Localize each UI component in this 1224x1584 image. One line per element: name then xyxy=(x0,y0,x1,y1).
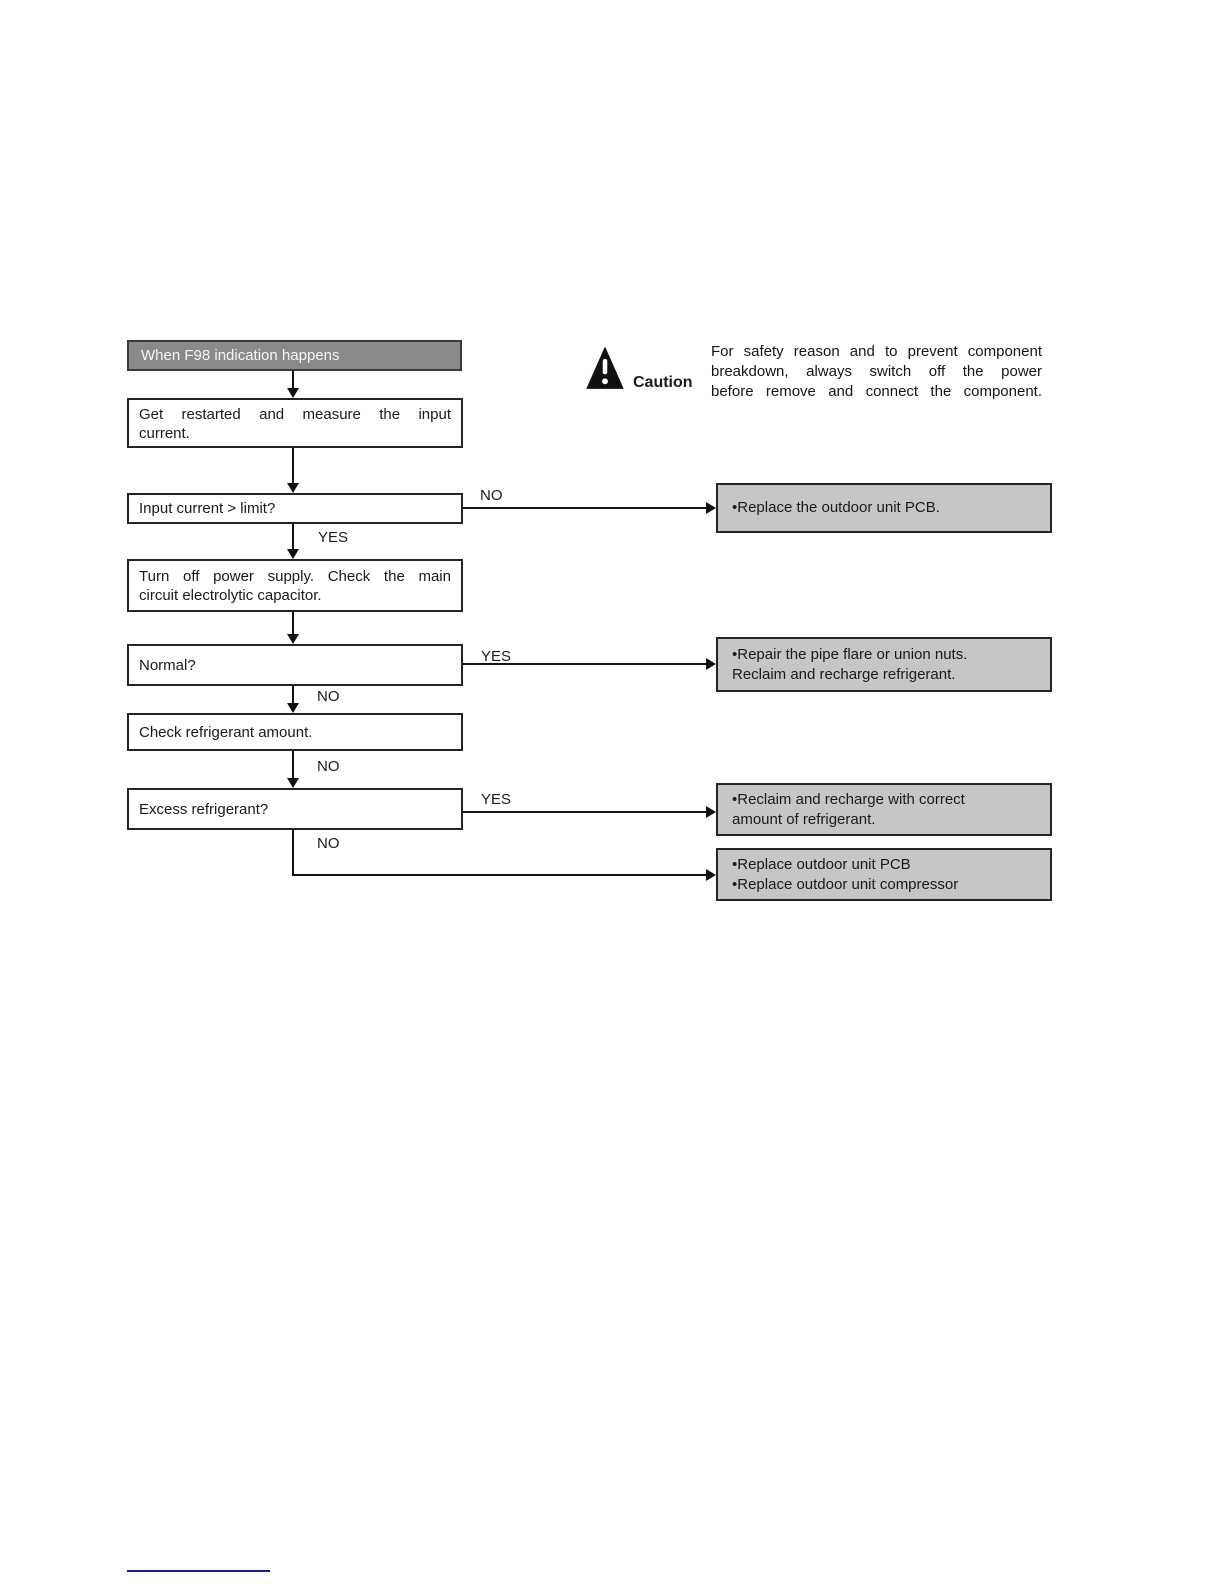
connector-decision3-no-horizontal xyxy=(292,874,706,876)
warning-triangle-icon xyxy=(586,346,624,396)
caution-text-line: breakdown, always switch off the power xyxy=(711,363,1042,380)
footer-link-rule xyxy=(127,1570,270,1572)
flow-step-restart-box: Get restarted and measure the input curr… xyxy=(127,398,463,448)
connector-decision3-no-vertical xyxy=(292,830,294,876)
branch-label-yes: YES xyxy=(481,791,512,808)
box-text-line: Input current > limit? xyxy=(139,500,276,517)
flow-start-label: When F98 indication happens xyxy=(141,347,340,364)
box-text-line: circuit electrolytic capacitor. xyxy=(139,586,322,604)
caution-label: Caution xyxy=(633,374,693,391)
caution-text-line: before remove and connect the component. xyxy=(711,383,1042,400)
flow-decision-normal-box: Normal? xyxy=(127,644,463,686)
arrowhead-decision1-yes xyxy=(287,549,299,559)
arrowhead-decision3-no xyxy=(706,869,716,881)
connector-step3-to-decision3 xyxy=(292,751,294,778)
flow-step-check-refrigerant-box: Check refrigerant amount. xyxy=(127,713,463,751)
result-repair-pipe-box: •Repair the pipe flare or union nuts. Re… xyxy=(716,637,1052,692)
branch-label-no: NO xyxy=(317,758,340,775)
box-text-line: Get restarted and measure the input xyxy=(139,406,451,423)
arrowhead-decision2-yes xyxy=(706,658,716,670)
box-text-line: •Replace outdoor unit compressor xyxy=(732,875,959,893)
box-text-line: Check refrigerant amount. xyxy=(139,723,313,741)
connector-step1-to-decision1 xyxy=(292,448,294,483)
branch-label-yes: YES xyxy=(481,648,512,665)
flow-decision-excess-refrigerant-box: Excess refrigerant? xyxy=(127,788,463,830)
box-text-line: Reclaim and recharge refrigerant. xyxy=(732,665,956,683)
box-text-line: •Replace the outdoor unit PCB. xyxy=(732,499,940,516)
arrowhead-step1-to-decision1 xyxy=(287,483,299,493)
arrowhead-step3-to-decision3 xyxy=(287,778,299,788)
box-text-line: •Replace outdoor unit PCB xyxy=(732,855,911,873)
arrowhead-start-to-step1 xyxy=(287,388,299,398)
connector-decision3-yes xyxy=(463,811,706,813)
connector-decision1-no xyxy=(463,507,706,509)
branch-label-yes: YES xyxy=(318,529,349,546)
arrowhead-step2-to-decision2 xyxy=(287,634,299,644)
box-text-line: •Repair the pipe flare or union nuts. xyxy=(732,645,968,663)
connector-step2-to-decision2 xyxy=(292,612,294,634)
result-reclaim-recharge-box: •Reclaim and recharge with correct amoun… xyxy=(716,783,1052,836)
branch-label-no: NO xyxy=(317,835,340,852)
caution-text: For safety reason and to prevent compone… xyxy=(711,342,1042,402)
connector-start-to-step1 xyxy=(292,371,294,389)
box-text-line: Excess refrigerant? xyxy=(139,800,269,818)
flow-start-box: When F98 indication happens xyxy=(127,340,462,371)
caution-text-line: For safety reason and to prevent compone… xyxy=(711,343,1042,360)
result-replace-outdoor-pcb-box: •Replace the outdoor unit PCB. xyxy=(716,483,1052,533)
connector-decision1-yes xyxy=(292,524,294,549)
connector-decision2-yes xyxy=(463,663,706,665)
box-text-line: Normal? xyxy=(139,656,196,674)
box-text-line: Turn off power supply. Check the main xyxy=(139,567,451,585)
arrowhead-decision2-no xyxy=(287,703,299,713)
flow-decision-input-current-box: Input current > limit? xyxy=(127,493,463,524)
branch-label-no: NO xyxy=(317,688,340,705)
flow-step-power-off-box: Turn off power supply. Check the main ci… xyxy=(127,559,463,612)
result-replace-pcb-compressor-box: •Replace outdoor unit PCB •Replace outdo… xyxy=(716,848,1052,901)
box-text-line: current. xyxy=(139,425,190,442)
box-text-line: •Reclaim and recharge with correct xyxy=(732,790,965,808)
connector-decision2-no xyxy=(292,686,294,703)
branch-label-no: NO xyxy=(480,487,503,504)
arrowhead-decision3-yes xyxy=(706,806,716,818)
arrowhead-decision1-no xyxy=(706,502,716,514)
box-text-line: amount of refrigerant. xyxy=(732,810,876,828)
